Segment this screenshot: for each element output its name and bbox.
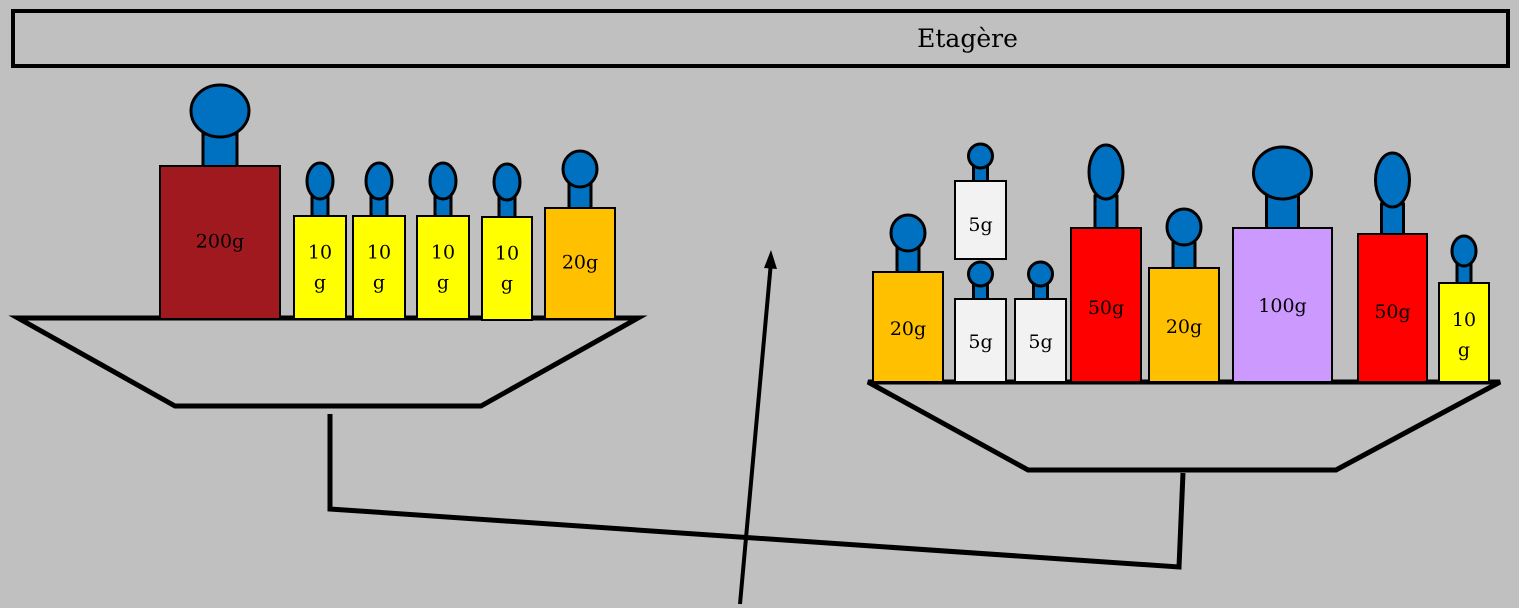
weight-body <box>1232 227 1333 383</box>
weight-label-unit: g <box>314 272 326 294</box>
weight-neck <box>201 132 239 170</box>
weight-body <box>954 298 1007 383</box>
left-weight-0: 200g <box>159 83 281 320</box>
right-weight-4: 50g <box>1070 143 1142 383</box>
weight-label: 20g <box>890 318 926 340</box>
weight-label: 5g <box>968 214 992 236</box>
weight-label: 10 <box>1452 309 1476 331</box>
left-weight-1: 10 g <box>293 161 347 320</box>
weight-knob <box>1027 260 1054 288</box>
left-weight-5: 20g <box>544 149 616 320</box>
weight-label: 100g <box>1258 295 1306 317</box>
weight-body <box>1357 233 1428 383</box>
weight-knob <box>1374 151 1411 209</box>
weight-label-unit: g <box>437 272 449 294</box>
pointer-needle <box>738 261 773 605</box>
weight-label: 5g <box>968 331 992 353</box>
weight-body <box>954 180 1007 260</box>
weight-body <box>159 165 281 320</box>
right-weight-0: 20g <box>872 213 944 383</box>
left-pan <box>8 315 648 409</box>
right-pan-weights: 20g 5g 5g 5g 50g 20g 100g 50g 10 g <box>872 142 1490 383</box>
right-pan <box>866 379 1502 473</box>
weight-knob <box>305 161 335 201</box>
weight-body <box>352 215 406 320</box>
weight-label: 10 <box>431 242 455 264</box>
right-weight-5: 20g <box>1148 207 1220 383</box>
weight-neck <box>1093 194 1119 232</box>
weight-knob <box>967 260 994 288</box>
weight-label: 10 <box>495 243 519 265</box>
weight-body <box>544 207 616 320</box>
left-pan-weights: 200g 10 g 10 g 10 g 10 g 20g <box>159 83 616 321</box>
weight-body <box>416 215 470 320</box>
balance-beam <box>327 414 1186 570</box>
weight-body <box>481 216 533 321</box>
weight-neck <box>1265 194 1300 232</box>
weight-body <box>1438 282 1490 383</box>
right-weight-8: 10 g <box>1438 234 1490 383</box>
weight-body <box>1014 298 1067 383</box>
weight-body <box>1070 227 1142 383</box>
weight-label: 20g <box>1166 316 1202 338</box>
weight-knob <box>889 213 927 253</box>
weight-knob <box>364 161 394 201</box>
right-weight-6: 100g <box>1232 145 1333 383</box>
right-weight-7: 50g <box>1357 151 1428 383</box>
right-weight-2: 5g <box>954 260 1007 383</box>
weight-label: 50g <box>1088 297 1124 319</box>
weight-knob <box>492 162 522 202</box>
weight-knob <box>1252 145 1313 201</box>
pointer-arrow-icon <box>764 250 777 269</box>
weight-label: 50g <box>1374 301 1410 323</box>
weight-knob <box>1450 234 1478 268</box>
right-weight-3: 5g <box>1014 260 1067 383</box>
weight-knob <box>561 149 599 189</box>
weight-knob <box>1087 143 1125 201</box>
weight-label-unit: g <box>373 272 385 294</box>
weight-knob <box>967 142 994 170</box>
weight-label: 10 <box>367 242 391 264</box>
weight-knob <box>1165 207 1203 247</box>
weight-label: 200g <box>196 231 244 253</box>
weight-body <box>872 271 944 383</box>
weight-label-unit: g <box>501 273 513 295</box>
weight-label: 10 <box>308 242 332 264</box>
shelf: Etagère <box>11 9 1510 68</box>
weight-body <box>1148 267 1220 383</box>
weight-knob <box>189 83 251 139</box>
left-weight-2: 10 g <box>352 161 406 320</box>
shelf-label: Etagère <box>917 24 1018 53</box>
right-weight-1: 5g <box>954 142 1007 260</box>
weight-label: 20g <box>562 252 598 274</box>
weight-neck <box>1380 202 1405 238</box>
weight-knob <box>428 161 458 201</box>
weight-label: 5g <box>1028 331 1052 353</box>
left-weight-4: 10 g <box>481 162 533 321</box>
weight-body <box>293 215 347 320</box>
weight-label-unit: g <box>1458 339 1470 361</box>
left-weight-3: 10 g <box>416 161 470 320</box>
